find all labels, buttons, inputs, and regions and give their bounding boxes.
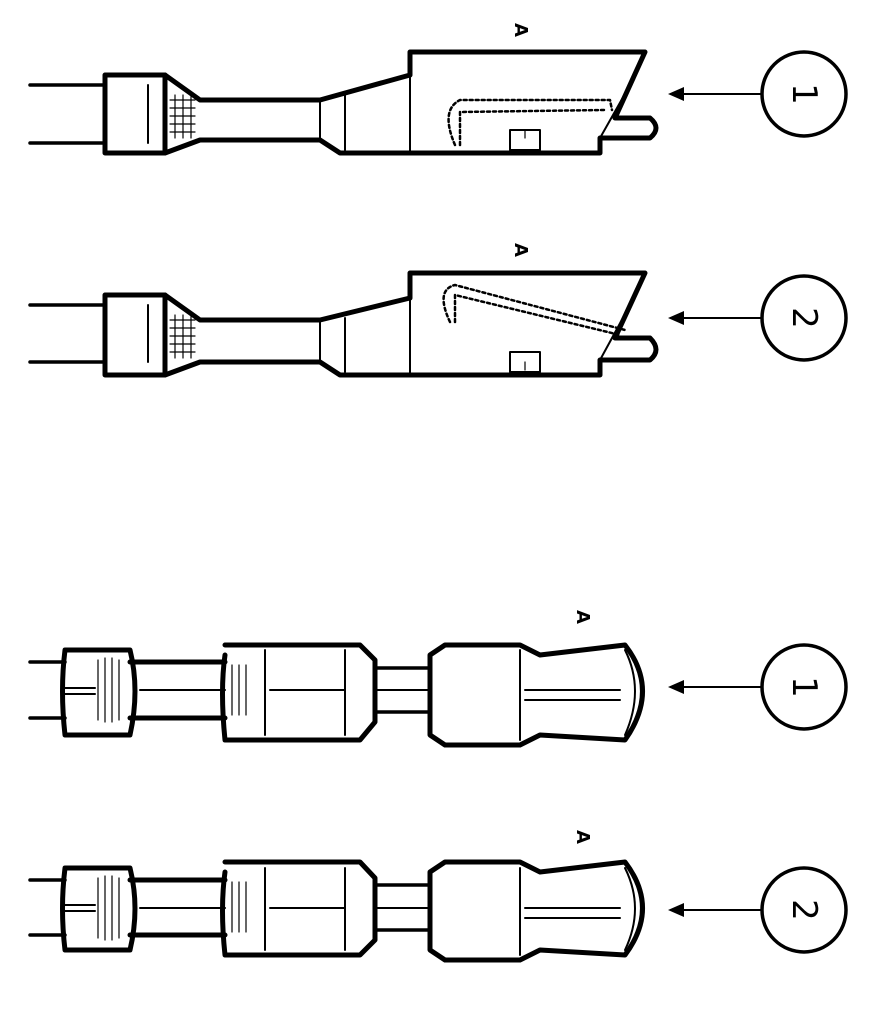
callout-1-side: 1 — [668, 50, 848, 138]
callout-1-top: 1 — [668, 643, 848, 731]
point-label-a-3: A — [572, 610, 593, 624]
point-label-a-2: A — [510, 243, 531, 257]
callout-number: 2 — [784, 307, 824, 329]
callout-number: 1 — [784, 676, 824, 698]
top-view-terminal-1 — [28, 642, 645, 748]
point-label-a-1: A — [510, 23, 531, 37]
callout-2-side: 2 — [668, 274, 848, 362]
top-view-terminal-2 — [28, 859, 645, 963]
callout-number: 1 — [784, 83, 824, 105]
side-view-terminal-1 — [28, 49, 659, 156]
callout-number: 2 — [784, 899, 824, 921]
side-view-terminal-2 — [28, 270, 659, 378]
callout-2-top: 2 — [668, 866, 848, 954]
point-label-a-4: A — [572, 830, 593, 844]
